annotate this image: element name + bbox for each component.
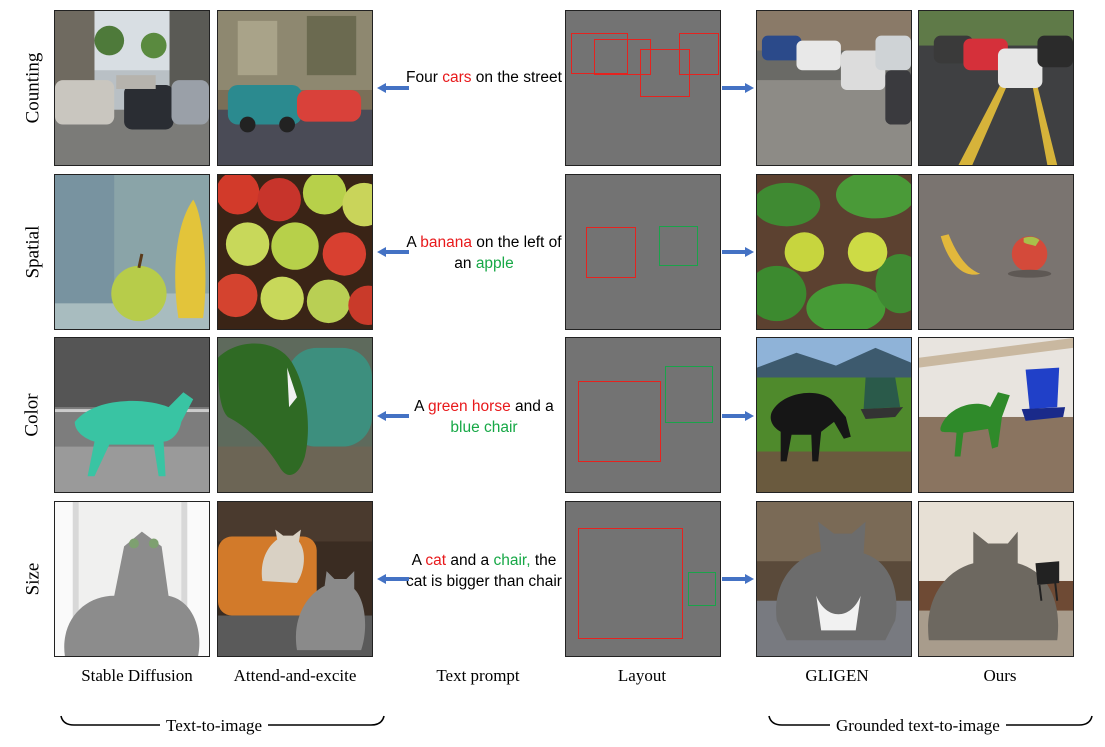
layout-color — [565, 337, 721, 493]
arrow-left-icon — [377, 574, 409, 584]
prompt-counting: Four cars on the street — [405, 67, 563, 88]
prompt-size: A cat and a chair, the cat is bigger tha… — [405, 550, 563, 592]
prompt-object-word: cat — [425, 552, 447, 569]
layout-spatial — [565, 174, 721, 330]
col-label-text-prompt: Text prompt — [436, 666, 520, 685]
group-label-grounded: Grounded text-to-image — [830, 716, 1006, 736]
ae-image-counting — [217, 10, 373, 166]
layout-box-car — [594, 39, 651, 75]
sd-image-color — [54, 337, 210, 493]
arrow-right-icon — [722, 83, 754, 93]
prompt-object-word: apple — [475, 255, 514, 272]
prompt-text: on the street — [471, 69, 562, 86]
gligen-image-size — [756, 501, 912, 657]
col-label-gligen: GLIGEN — [805, 666, 869, 685]
row-label-counting: Counting — [22, 52, 44, 124]
sd-image-size — [54, 501, 210, 657]
col-label-ours: Ours — [983, 666, 1017, 685]
arrow-right-icon — [722, 574, 754, 584]
prompt-text: the cat is bigger than chair — [406, 552, 562, 590]
layout-box-cat — [578, 528, 683, 639]
layout-box-car — [679, 33, 719, 75]
prompt-color: A green horse and a blue chair — [405, 396, 563, 438]
arrow-left-icon — [377, 247, 409, 257]
sd-image-counting — [54, 10, 210, 166]
prompt-spatial: A banana on the left of an apple — [405, 232, 563, 274]
prompt-object-word: banana — [420, 234, 472, 251]
ae-image-size — [217, 501, 373, 657]
prompt-object-word: blue chair — [450, 419, 518, 436]
layout-size — [565, 501, 721, 657]
layout-box-car — [571, 33, 628, 74]
row-label-size: Size — [22, 562, 43, 596]
prompt-text: Four — [406, 69, 443, 86]
layout-box-banana — [586, 227, 636, 278]
prompt-text: and a — [510, 398, 554, 415]
row-label-spatial: Spatial — [22, 225, 43, 279]
ae-image-spatial — [217, 174, 373, 330]
ours-image-spatial — [918, 174, 1074, 330]
arrow-right-icon — [722, 247, 754, 257]
prompt-text: A — [414, 398, 428, 415]
prompt-object-word: chair, — [493, 552, 531, 569]
layout-box-chair — [665, 366, 713, 423]
layout-box-horse — [578, 381, 661, 462]
prompt-text: on the left of an — [454, 234, 562, 272]
col-label-layout: Layout — [617, 666, 667, 685]
layout-box-car — [640, 49, 690, 97]
prompt-text: and a — [446, 552, 494, 569]
ae-image-color — [217, 337, 373, 493]
gligen-image-counting — [756, 10, 912, 166]
layout-counting — [565, 10, 721, 166]
ours-image-size — [918, 501, 1074, 657]
prompt-text: A — [411, 552, 426, 569]
sd-image-spatial — [54, 174, 210, 330]
prompt-object-word: green horse — [427, 398, 511, 415]
arrow-right-icon — [722, 411, 754, 421]
ours-image-counting — [918, 10, 1074, 166]
gligen-image-spatial — [756, 174, 912, 330]
arrow-left-icon — [377, 411, 409, 421]
prompt-object-word: cars — [442, 69, 472, 86]
layout-box-chair — [688, 572, 716, 606]
group-label-text-to-image: Text-to-image — [160, 716, 269, 736]
gligen-image-color — [756, 337, 912, 493]
row-label-color: Color — [22, 393, 43, 437]
ours-image-color — [918, 337, 1074, 493]
arrow-left-icon — [377, 83, 409, 93]
col-label-stable-diffusion: Stable Diffusion — [81, 666, 193, 685]
prompt-text: A — [406, 234, 421, 251]
layout-box-apple — [659, 226, 698, 266]
col-label-attend-and-excite: Attend-and-excite — [233, 666, 357, 685]
